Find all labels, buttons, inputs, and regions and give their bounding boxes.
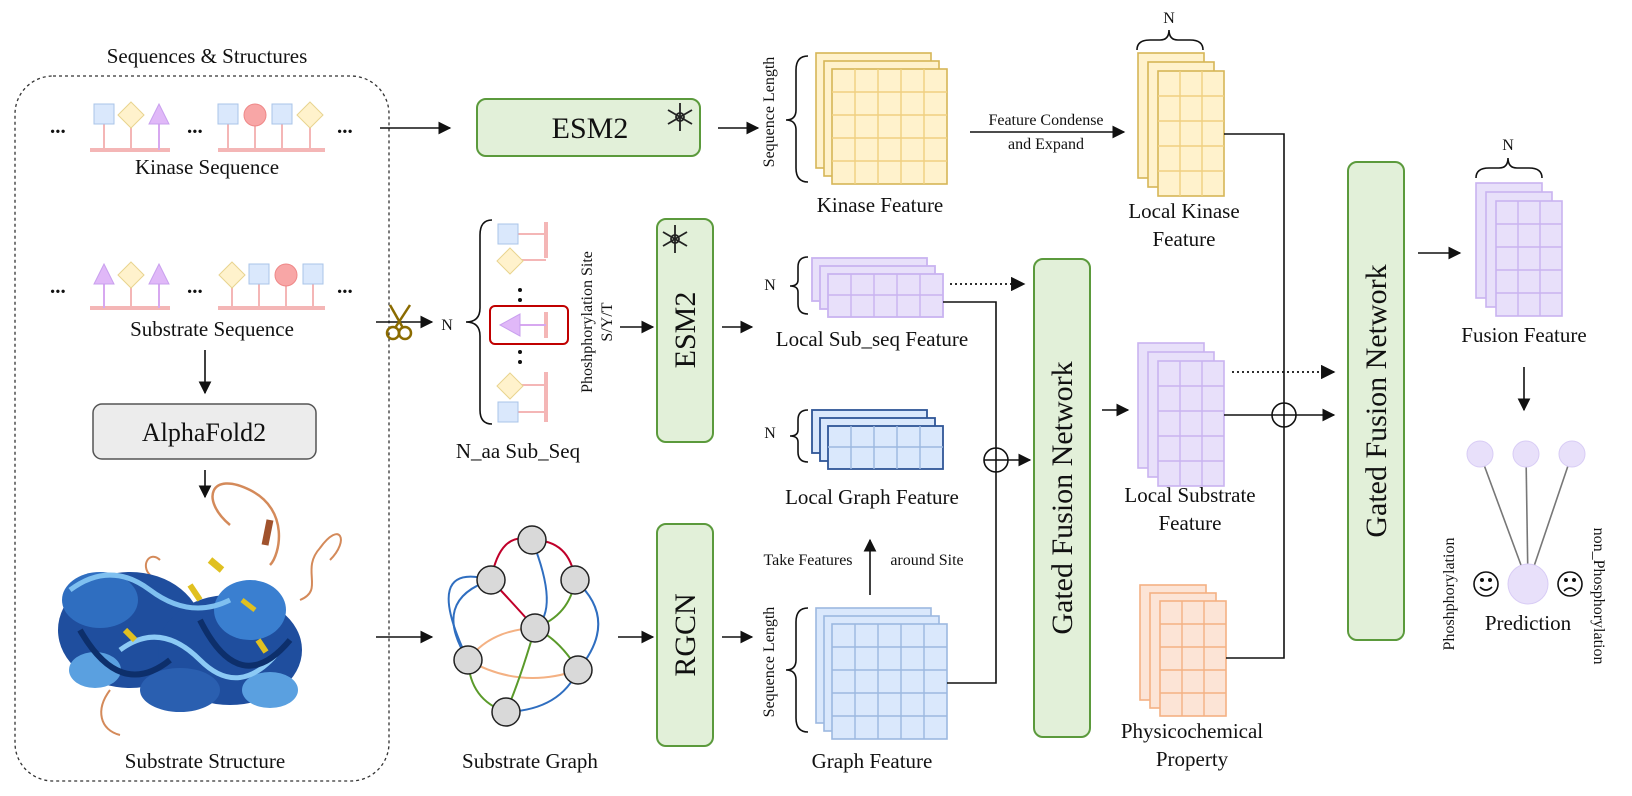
esm2-substrate-box [656,218,714,443]
seq-length-brace-bottom [785,607,809,733]
ellipsis: ... [50,274,66,298]
naa-subseq-label: N_aa Sub_Seq [456,439,581,463]
prediction-label: Prediction [1485,611,1572,635]
physicochemical-stack [1139,584,1227,717]
ellipsis: ... [187,114,203,138]
n-localgraph-label: N [764,425,776,442]
graph-feature-stack [815,607,948,740]
frown-icon [1557,571,1583,597]
ellipsis: ... [337,114,353,138]
scissors-icon [385,304,413,341]
substrate-sequence-glyphs: ... ... ... [50,261,353,310]
substrate-graph-label: Substrate Graph [462,749,598,773]
subseq-glyphs [489,222,569,423]
sequences-structures-panel [14,75,390,782]
line-local-kinase-to-plus [1224,133,1285,403]
n-top-brace [1136,29,1204,51]
sty-label: S/Y/T [599,302,616,341]
prediction-head [1466,440,1586,605]
condense-label-1: Feature Condense [988,112,1103,129]
line-localsub-to-plus [943,301,997,448]
gated-fusion-label-2: Gated Fusion Network [1360,264,1393,537]
fusion-feature-stack [1475,182,1563,317]
gated-fusion-box-2 [1347,161,1405,641]
substrate-structure-label: Substrate Structure [125,749,285,773]
gated-fusion-label-1: Gated Fusion Network [1046,361,1079,634]
n-fusion-label: N [1502,137,1514,154]
esm2-substrate-label: ESM2 [669,292,702,369]
panel-title: Sequences & Structures [107,44,308,68]
around-site-label: around Site [890,552,963,569]
gated-fusion-box-1 [1033,258,1091,738]
fusion-feature-label: Fusion Feature [1461,323,1586,347]
kinase-sequence-label: Kinase Sequence [135,155,279,179]
graph-nodes [453,525,593,727]
subseq-brace [465,219,493,425]
phosphorylation-label: Phoshphorylation [1441,538,1458,651]
alphafold-box [92,403,317,460]
n-fusion-brace [1475,157,1543,179]
local-subseq-feature-stack [811,257,944,318]
local-kinase-label-2: Feature [1153,227,1216,251]
seq-length-top-label: Sequence Length [761,57,778,168]
physico-label-1: Physicochemical [1121,719,1263,743]
seq-length-bottom-label: Sequence Length [761,607,778,718]
ellipsis: ... [187,274,203,298]
localsub-brace [789,256,809,315]
kinase-sequence-glyphs: ... ... ... [50,101,353,152]
n-top-label: N [1163,10,1175,27]
rgcn-label: RGCN [669,593,702,676]
protein-structure-image [58,482,342,736]
phospho-site-label: Phoshphorylation Site [579,251,596,393]
n-subseq-label: N [441,317,453,334]
esm2-kinase-box [476,98,701,157]
phospho-site-highlight [489,305,569,345]
non-phosphorylation-label: non_Phosphorylation [1590,528,1607,665]
take-features-label: Take Features [763,552,852,569]
rgcn-box [656,523,714,747]
local-subseq-feature-label: Local Sub_seq Feature [776,327,968,351]
snowflake-icon [662,225,688,253]
ellipsis: ... [337,274,353,298]
concat-plus-icon-2 [1271,402,1297,428]
kinase-feature-stack [815,52,948,185]
local-substrate-feature-stack [1137,342,1225,487]
condense-label-2: and Expand [1008,136,1084,153]
concat-plus-icon [983,447,1009,473]
graph-feature-label: Graph Feature [812,749,933,773]
esm2-kinase-label: ESM2 [552,112,629,145]
local-graph-feature-label: Local Graph Feature [785,485,959,509]
physico-label-2: Property [1156,747,1229,771]
local-graph-feature-stack [811,409,944,470]
local-substrate-label-2: Feature [1159,511,1222,535]
local-substrate-label-1: Local Substrate [1124,483,1255,507]
seq-length-brace-top [785,55,809,183]
substrate-sequence-label: Substrate Sequence [130,317,294,341]
snowflake-icon [667,103,693,131]
smile-icon [1473,571,1499,597]
local-kinase-label-1: Local Kinase [1128,199,1239,223]
localgraph-brace [789,409,809,463]
line-graph-to-plus [947,472,997,684]
kinase-feature-label: Kinase Feature [817,193,944,217]
n-localsub-label: N [764,277,776,294]
line-physico-to-plus [1226,427,1285,659]
alphafold-label: AlphaFold2 [142,418,266,447]
local-kinase-feature-stack [1137,52,1225,197]
ellipsis: ... [50,114,66,138]
